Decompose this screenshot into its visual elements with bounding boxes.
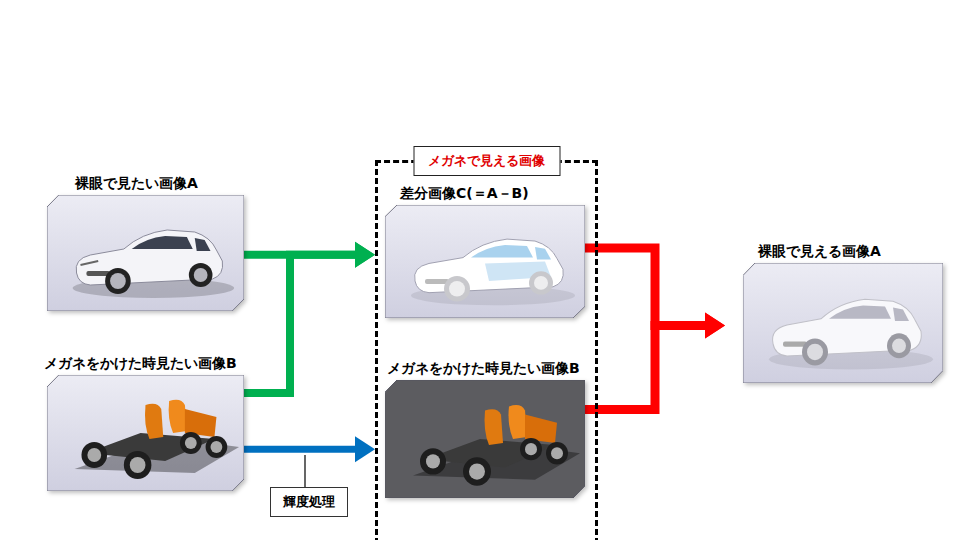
chassis <box>413 405 580 486</box>
frame-light <box>47 195 244 311</box>
flow-arrow <box>585 312 725 409</box>
frame-light <box>47 375 244 491</box>
image-frame <box>47 375 244 491</box>
image-heading: 差分画像C(＝A－B) <box>400 185 529 202</box>
illustration <box>413 405 580 486</box>
image-frame <box>47 195 244 311</box>
illustration <box>769 299 933 369</box>
image-heading: 裸眼で見える画像A <box>758 243 881 260</box>
image-box: メガネをかけた時見たい画像B <box>47 375 244 491</box>
chassis <box>75 400 239 479</box>
frame-dark <box>385 380 585 498</box>
arrowhead <box>355 436 375 462</box>
image-box: 裸眼で見える画像A <box>743 263 943 383</box>
arrowhead <box>355 242 375 268</box>
frame-light <box>743 263 943 383</box>
image-heading: メガネをかけた時見たい画像B <box>44 355 237 372</box>
car-faded <box>769 299 933 369</box>
flow-arrow <box>244 242 375 393</box>
image-box: メガネをかけた時見たい画像B <box>385 380 585 498</box>
arrowhead <box>355 242 375 268</box>
connector-line <box>244 255 357 393</box>
image-heading: メガネをかけた時見たい画像B <box>387 360 580 377</box>
callout-box: 輝度処理 <box>270 487 348 517</box>
arrowhead <box>705 312 725 338</box>
car-diff <box>411 239 575 305</box>
image-heading: 裸眼で見たい画像A <box>75 175 198 192</box>
illustration <box>411 239 575 305</box>
image-frame <box>385 380 585 498</box>
group-title: メガネで見える画像 <box>413 146 560 176</box>
car <box>73 230 235 298</box>
connector-line <box>585 248 707 325</box>
arrowhead <box>705 312 725 338</box>
flow-arrow <box>244 436 375 462</box>
connector-line <box>244 446 357 453</box>
image-frame <box>385 205 585 318</box>
leader-line <box>304 455 305 487</box>
illustration <box>73 230 235 298</box>
dashed-group: メガネで見える画像差分画像C(＝A－B)メガネをかけた時見たい画像B <box>375 160 598 540</box>
image-box: 差分画像C(＝A－B) <box>385 205 585 318</box>
illustration <box>75 400 239 479</box>
frame-light <box>385 205 585 318</box>
callout-text: 輝度処理 <box>283 494 335 510</box>
connector-line <box>585 325 707 409</box>
image-box: 裸眼で見たい画像A <box>47 195 244 311</box>
image-frame <box>743 263 943 383</box>
